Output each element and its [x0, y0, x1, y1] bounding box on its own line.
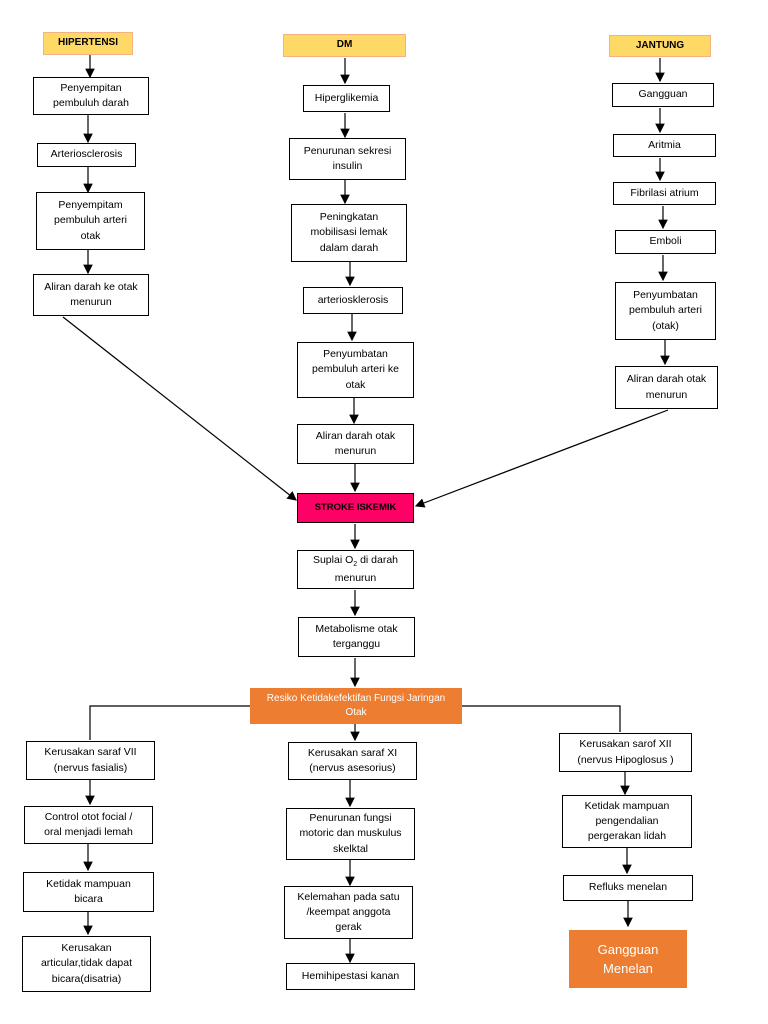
node-peningkatan-lemak: Peningkatan mobilisasi lemak dalam darah: [291, 204, 407, 262]
node-penurunan-insulin: Penurunan sekresi insulin: [289, 138, 406, 180]
node-fibrilasi-atrium: Fibrilasi atrium: [613, 182, 716, 205]
node-penyumbatan-m: Penyumbatan pembuluh arteri ke otak: [297, 342, 414, 398]
node-penyempitam-arteri-otak: Penyempitam pembuluh arteri otak: [36, 192, 145, 250]
node-kerusakan-articular: Kerusakan articular,tidak dapat bicara(d…: [22, 936, 151, 992]
risk-node: Resiko Ketidakefektifan Fungsi Jaringan …: [250, 688, 462, 724]
node-aritmia: Aritmia: [613, 134, 716, 157]
node-kerusakan-saraf-vii: Kerusakan saraf VII (nervus fasialis): [26, 741, 155, 780]
node-refluks-menelan: Refluks menelan: [563, 875, 693, 901]
arrow-l4-stroke: [62, 316, 297, 501]
suplai-text: Suplai O2 di darah menurun: [312, 554, 399, 584]
node-hemihipestasi: Hemihipestasi kanan: [286, 963, 415, 990]
gangguan-menelan-node: Gangguan Menelan: [569, 930, 687, 988]
node-penyumbatan-r: Penyumbatan pembuluh arteri (otak): [615, 282, 716, 340]
node-aliran-darah-m: Aliran darah otak menurun: [297, 424, 414, 464]
branch-right: [462, 705, 621, 732]
node-hiperglikemia: Hiperglikemia: [303, 85, 390, 112]
node-penurunan-fungsi-motoric: Penurunan fungsi motoric dan muskulus sk…: [286, 808, 415, 860]
hipertensi-header: HIPERTENSI: [43, 32, 133, 55]
stroke-iskemik-node: STROKE ISKEMIK: [297, 493, 414, 523]
node-ketidakmampuan-bicara: Ketidak mampuan bicara: [23, 872, 154, 912]
node-kerusakan-saraf-xi: Kerusakan saraf XI (nervus asesorius): [288, 742, 417, 780]
node-emboli: Emboli: [615, 230, 716, 254]
node-suplai-o2: Suplai O2 di darah menurun: [297, 550, 414, 589]
node-aliran-darah-l: Aliran darah ke otak menurun: [33, 274, 149, 316]
jantung-header: JANTUNG: [609, 35, 711, 57]
branch-left: [89, 705, 250, 740]
node-control-otot: Control otot focial / oral menjadi lemah: [24, 806, 153, 844]
dm-header: DM: [283, 34, 406, 57]
node-penyempitan-pembuluh: Penyempitan pembuluh darah: [33, 77, 149, 115]
arrow-r6-stroke: [414, 409, 669, 508]
node-ketidakmampuan-lidah: Ketidak mampuan pengendalian pergerakan …: [562, 795, 692, 848]
node-kerusakan-saraf-xii: Kerusakan sarof XII (nervus Hipoglosus ): [559, 733, 692, 772]
node-arteriosklerosis: arteriosklerosis: [303, 287, 403, 314]
node-metabolisme-otak: Metabolisme otak terganggu: [298, 617, 415, 657]
node-arteriosclerosis: Arteriosclerosis: [37, 143, 136, 167]
node-kelemahan-anggota: Kelemahan pada satu /keempat anggota ger…: [284, 886, 413, 939]
node-gangguan: Gangguan: [612, 83, 714, 107]
node-aliran-darah-r: Aliran darah otak menurun: [615, 366, 718, 409]
